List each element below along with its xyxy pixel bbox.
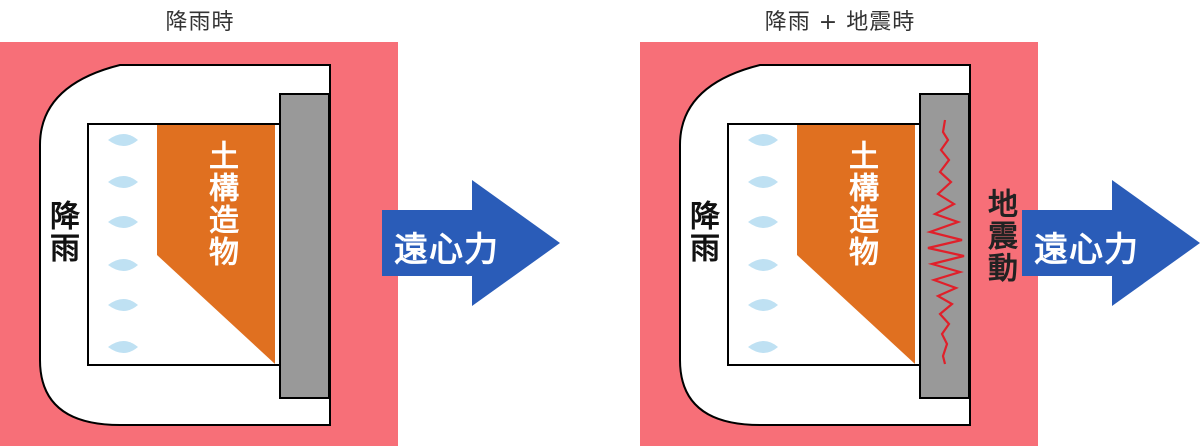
panel-rain: 降雨時 降雨 土構造物 遠心力 [0,10,560,446]
raindrop-icon [748,176,778,188]
raindrop-icon [748,299,778,311]
arrow-label: 遠心力 [394,230,499,270]
scene-rain-earthquake [640,42,1200,446]
raindrop-icon [108,134,138,146]
soil-structure [797,125,915,364]
raindrop-icon [748,259,778,271]
panel-title: 降雨 + 地震時 [764,10,916,35]
raindrop-icon [108,299,138,311]
raindrops [748,134,778,353]
soil-label: 土構造物 [203,140,238,268]
earthquake-label: 地震動 [982,188,1017,284]
rain-label: 降雨 [44,200,79,264]
raindrop-icon [748,134,778,146]
seismic-wave-icon [926,119,965,365]
centrifugal-force-arrow-icon [1022,180,1200,306]
scene-rain [0,42,560,446]
panel-title: 降雨時 [165,10,235,35]
panel-rain-earthquake: 降雨 + 地震時 降雨 土構造物 地震動 遠心力 [640,0,1200,446]
raindrop-icon [748,216,778,228]
raindrop-icon [108,259,138,271]
retaining-wall [919,93,970,399]
rain-label: 降雨 [684,200,719,264]
raindrops [108,134,138,353]
retaining-wall [279,93,330,399]
soil-structure [157,125,275,364]
raindrop-icon [748,341,778,353]
raindrop-icon [108,341,138,353]
raindrop-icon [108,176,138,188]
centrifugal-force-arrow-icon [382,180,560,306]
raindrop-icon [108,216,138,228]
soil-label: 土構造物 [843,140,878,268]
arrow-label: 遠心力 [1034,230,1139,270]
